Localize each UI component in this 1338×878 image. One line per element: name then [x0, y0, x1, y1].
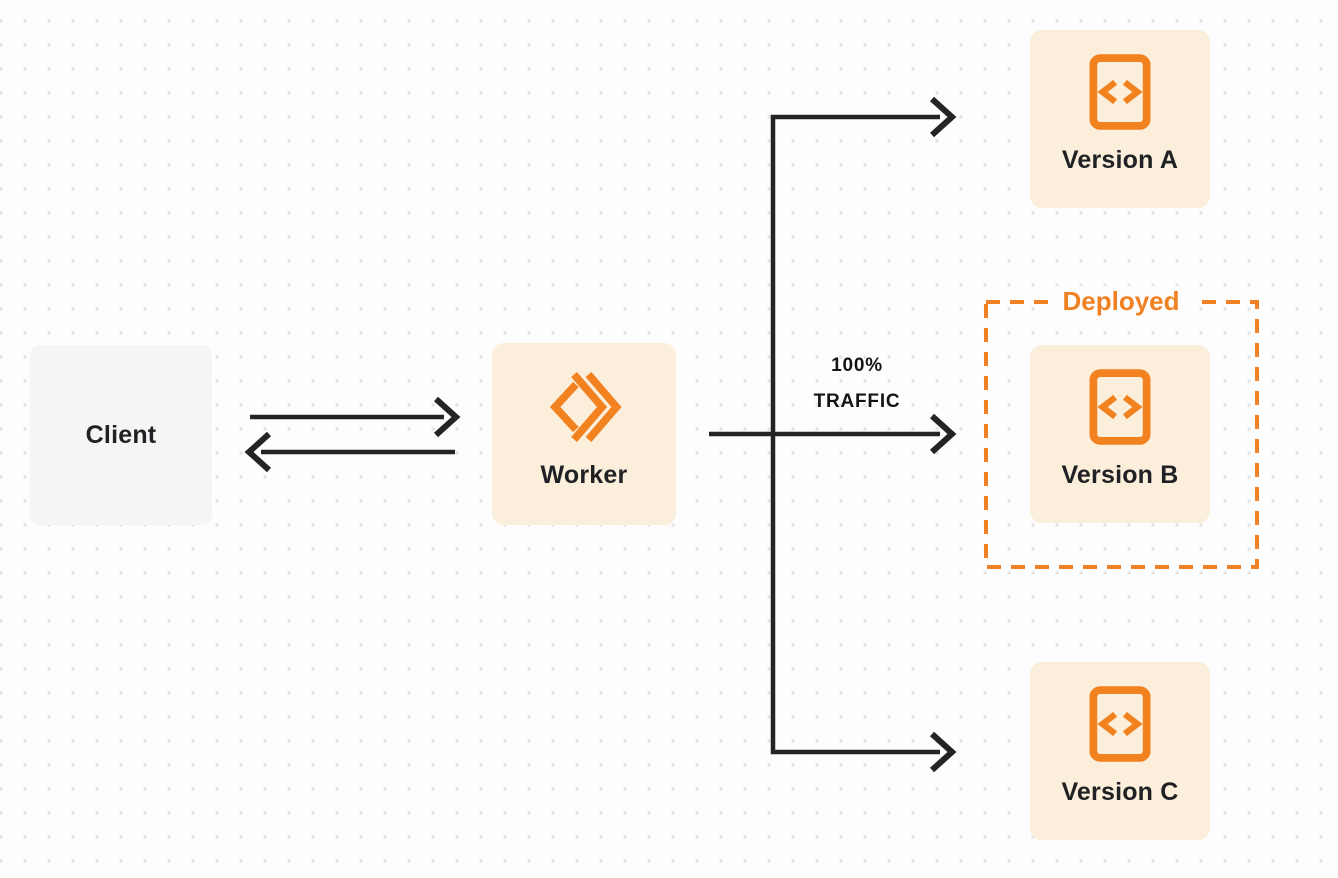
- version-c-label: Version C: [1061, 778, 1179, 806]
- traffic-annotation: 100% TRAFFIC: [814, 348, 901, 420]
- version-a-node: Version A: [1030, 30, 1210, 208]
- workers-chevron-icon: [549, 372, 622, 442]
- code-file-icon: [1089, 369, 1151, 445]
- version-b-label: Version B: [1061, 461, 1179, 489]
- version-b-node: Version B: [1030, 345, 1210, 523]
- code-file-icon: [1089, 54, 1151, 130]
- worker-label: Worker: [540, 461, 628, 489]
- worker-node: Worker: [492, 343, 676, 525]
- traffic-percent-text: 100%: [831, 355, 883, 376]
- traffic-word-text: TRAFFIC: [813, 391, 901, 412]
- version-c-node: Version C: [1030, 662, 1210, 840]
- deployed-dashed-frame: [984, 300, 1259, 569]
- arrowhead-right-icon: [929, 96, 957, 138]
- client-node: Client: [30, 345, 212, 525]
- version-a-label: Version A: [1061, 146, 1179, 174]
- client-label: Client: [85, 420, 157, 449]
- arrowhead-right-icon: [433, 396, 461, 438]
- branch-line-versions: [770, 114, 940, 755]
- arrowhead-right-icon: [929, 731, 957, 773]
- arrowhead-right-icon: [929, 413, 957, 455]
- arrowhead-left-icon: [244, 431, 272, 473]
- code-file-icon: [1089, 686, 1151, 762]
- deployed-badge: Deployed: [1048, 286, 1194, 317]
